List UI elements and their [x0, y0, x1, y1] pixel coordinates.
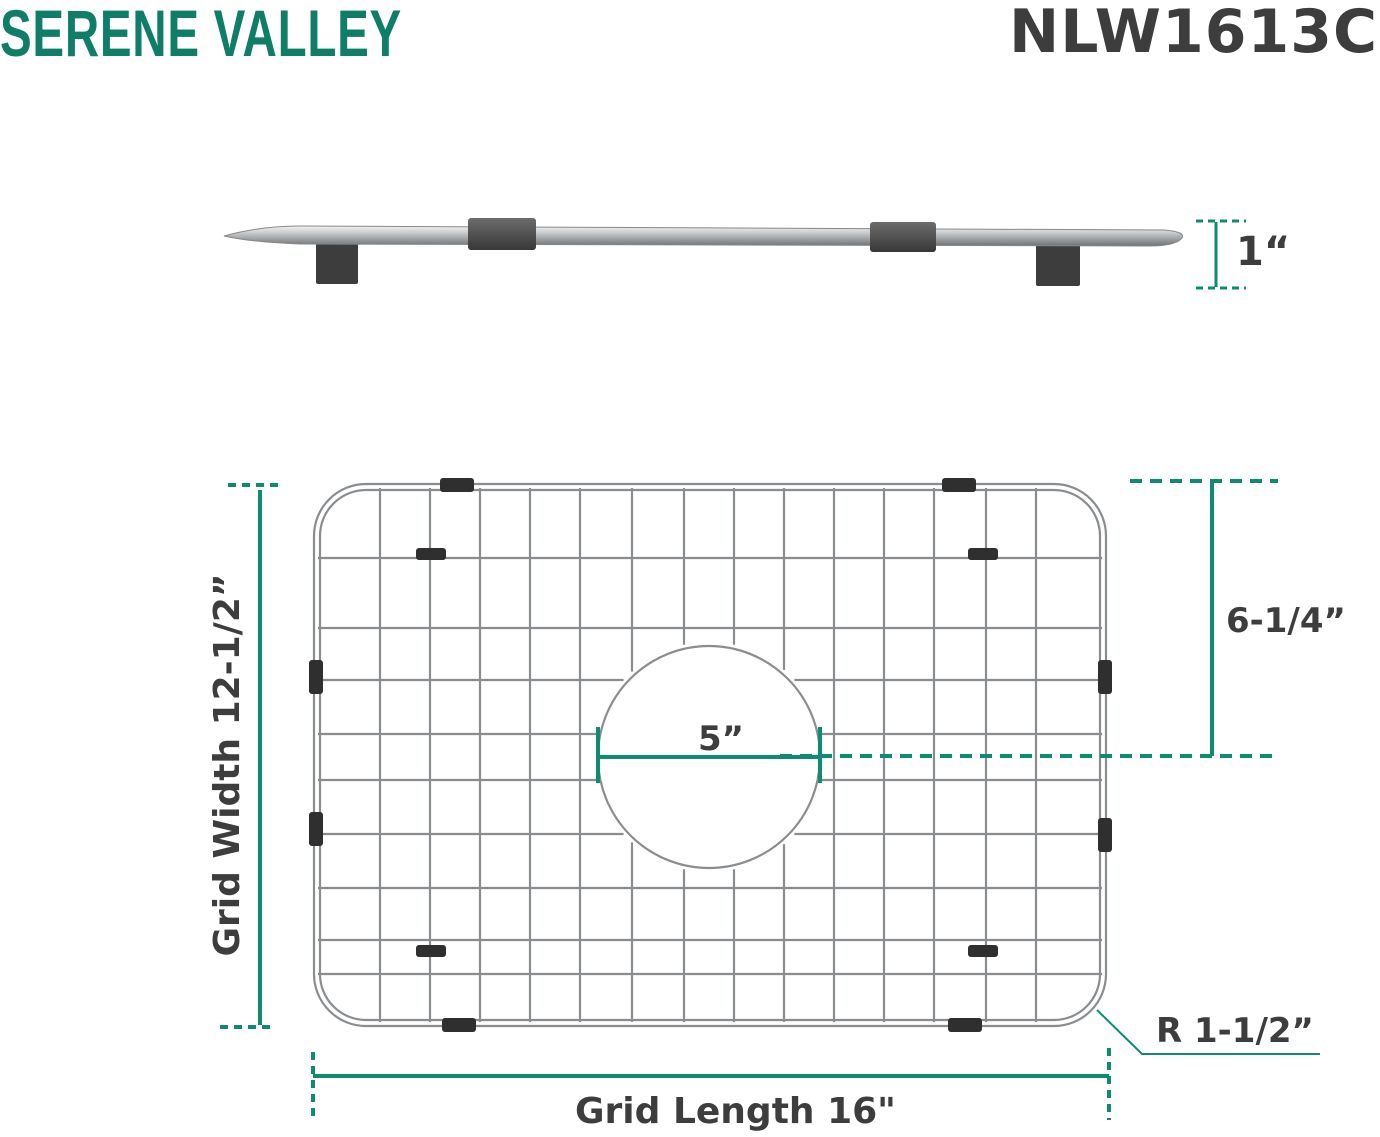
side-clip-right	[870, 222, 936, 252]
rubber-bumper	[968, 548, 998, 560]
grid-width-label: Grid Width 12-1/2”	[207, 573, 248, 957]
grid-length-label: Grid Length 16"	[575, 1091, 896, 1132]
brand-logo: SERENE VALLEY	[0, 0, 402, 70]
rubber-bumper	[1098, 660, 1112, 694]
rubber-bumper	[1098, 818, 1112, 852]
side-rod	[223, 225, 1184, 247]
side-clip-left	[468, 218, 536, 250]
height-dimension	[1196, 219, 1246, 290]
rubber-bumper	[416, 945, 446, 957]
drain-diameter-label: 5”	[698, 719, 745, 759]
side-view	[223, 218, 1246, 290]
rubber-bumper	[309, 812, 323, 846]
side-foot-left	[316, 240, 358, 284]
corner-radius-leader	[1096, 1009, 1320, 1055]
rubber-bumper	[948, 1018, 982, 1032]
rubber-bumper	[416, 548, 446, 560]
side-foot-right	[1036, 240, 1080, 286]
height-label: 1“	[1236, 229, 1291, 275]
rubber-bumper	[442, 1018, 476, 1032]
rubber-bumper	[309, 660, 323, 694]
rubber-bumper	[440, 478, 474, 492]
drain-offset-label: 6-1/4”	[1226, 601, 1346, 641]
rubber-bumper	[968, 945, 998, 957]
grid-length-dimension	[311, 1048, 1111, 1120]
drain-offset-dimension	[780, 479, 1278, 758]
drain-diameter-dimension	[596, 727, 822, 783]
model-number: NLW1613C	[1009, 0, 1378, 67]
rubber-bumper	[942, 478, 976, 492]
grid-width-dimension	[220, 483, 280, 1029]
corner-radius-label: R 1-1/2”	[1156, 1011, 1314, 1051]
